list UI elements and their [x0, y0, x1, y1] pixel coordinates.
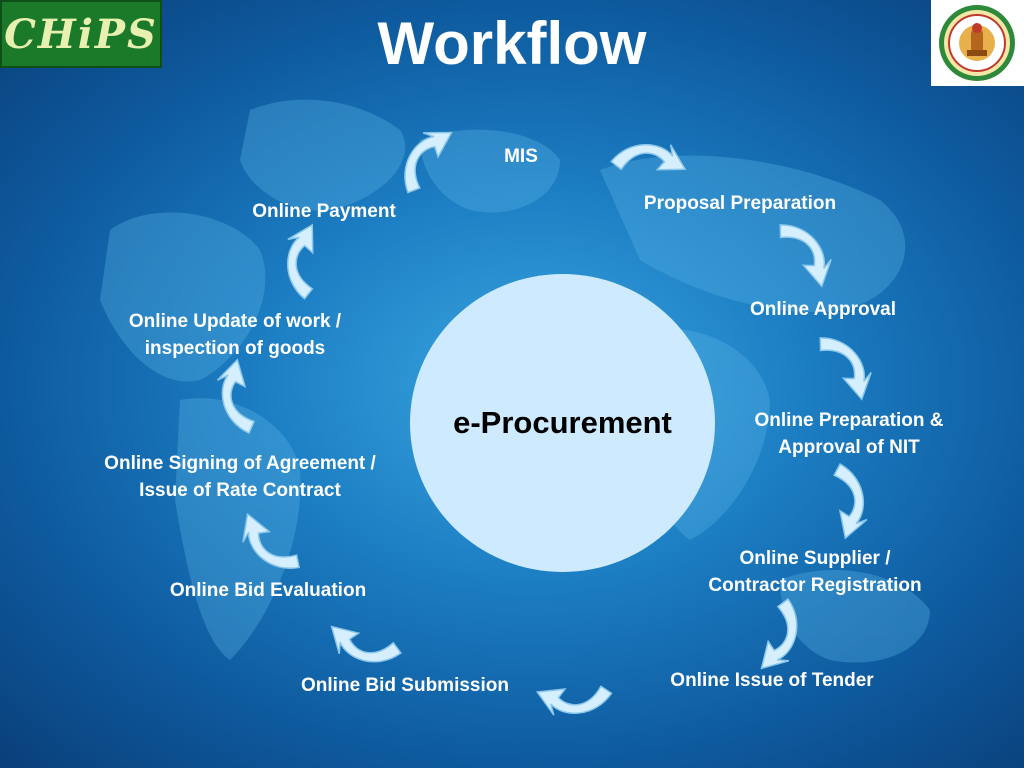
chips-logo-text: CHiPS	[4, 10, 158, 58]
arrow-payment-to-mis	[384, 117, 467, 197]
page-title: Workflow	[377, 10, 647, 77]
arrow-agreement-to-update	[212, 357, 260, 435]
arrow-approval-to-nit	[815, 324, 880, 408]
step-nit-line2: Approval of NIT	[778, 437, 920, 458]
step-agreement-line1: Online Signing of Agreement /	[104, 453, 376, 474]
government-emblem-logo	[931, 0, 1024, 86]
step-nit-line1: Online Preparation &	[754, 410, 944, 431]
step-bid-submission: Online Bid Submission	[301, 675, 509, 696]
arrow-update-to-payment	[269, 218, 334, 301]
arrow-tender-to-submission	[531, 670, 614, 729]
step-update-line1: Online Update of work /	[128, 311, 342, 332]
center-circle: e-Procurement	[410, 274, 715, 572]
step-bid-evaluation: Online Bid Evaluation	[169, 580, 367, 601]
step-agreement-line2: Issue of Rate Contract	[139, 480, 341, 501]
step-update-line2: inspection of goods	[144, 338, 326, 359]
step-registration-line2: Contractor Registration	[708, 575, 922, 596]
arrow-mis-to-proposal	[609, 126, 692, 191]
step-online-preparation-nit: Online Preparation & Approval of NIT	[755, 407, 944, 461]
arrow-nit-to-registration	[822, 462, 877, 542]
step-signing-of-agreement: Online Signing of Agreement / Issue of R…	[104, 450, 376, 504]
chips-logo: CHiPS	[0, 0, 162, 68]
step-issue-of-tender: Online Issue of Tender	[670, 670, 874, 691]
step-supplier-registration: Online Supplier / Contractor Registratio…	[708, 545, 921, 599]
step-registration-line1: Online Supplier /	[739, 548, 891, 569]
arrow-proposal-to-approval	[775, 211, 840, 295]
emblem-seal-icon	[939, 5, 1015, 81]
step-online-approval: Online Approval	[749, 299, 897, 320]
arrow-evaluation-to-agreement	[231, 502, 304, 587]
center-label: e-Procurement	[453, 405, 672, 440]
step-proposal-preparation: Proposal Preparation	[643, 193, 837, 214]
step-online-payment: Online Payment	[252, 201, 396, 222]
step-update-of-work: Online Update of work / inspection of go…	[129, 308, 341, 362]
step-mis: MIS	[504, 146, 538, 167]
